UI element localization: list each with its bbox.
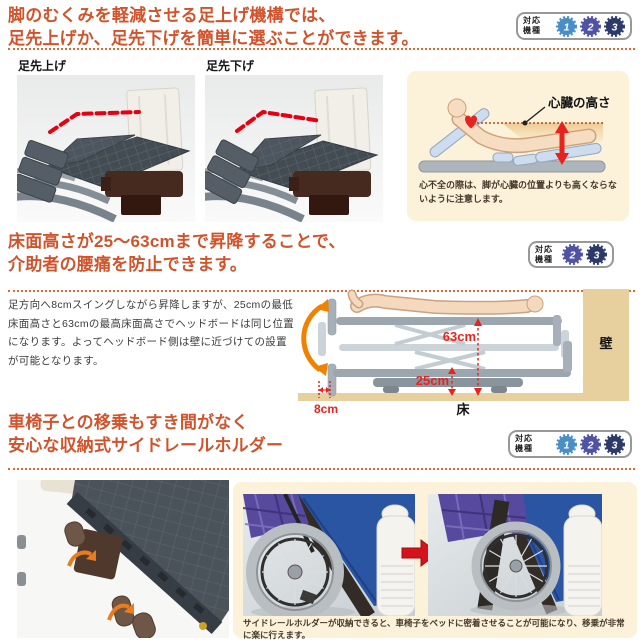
badge-label: 対応機種 [535,244,553,264]
section-separator [8,48,635,50]
patient-body [351,295,533,314]
svg-text:1: 1 [564,21,570,33]
svg-text:2: 2 [569,249,576,261]
model-gear-icon: 2 [562,244,583,265]
heart-height-label: 心臓の高さ [548,95,611,110]
badge-label: 対応機種 [515,434,533,453]
min-height-label: 25cm [416,373,449,388]
floor-shape [298,393,583,401]
max-height-label: 63cm [443,329,476,344]
bed-photo-foot-down [205,75,383,222]
section1-heading: 脚のむくみを軽減させる足上げ機構では、 足先上げか、足先下げを簡単に選ぶことがで… [8,5,419,50]
bed-base-bar [418,160,606,173]
section3-heading: 車椅子との移乗もすき間がなく 安心な収納式サイドレールホルダー [8,412,283,457]
heading-line: 介助者の腰痛を防止できます。 [8,254,248,274]
wheelchair-panel-caption: サイドレールホルダーが収納できると、車椅子をベッドに密着させることが可能になり、… [243,618,625,640]
orange-pointer-arrow [67,550,92,567]
model-gear-icon: 2 [580,15,601,37]
svg-text:3: 3 [594,249,600,261]
model-gear-icon: 2 [580,433,601,455]
patient-head [526,295,544,313]
heading-line: 床面高さが25〜63cmまで昇降することで、 [8,232,346,251]
bed-photo-foot-up [17,75,195,222]
heart-panel-caption: 心不全の際は、脚が心臓の位置よりも高くならないように注意します。 [419,180,617,204]
heading-line: 車椅子との移乗もすき間がなく [8,413,249,432]
patient-head [447,98,467,118]
heading-line: 足先上げか、足先下げを簡単に選ぶことができます。 [8,28,419,48]
section2-body: 足方向へ8cmスイングしながら昇降しますが、25cmの最低床面高さと63cmの最… [8,299,295,368]
compatible-models-badge: 対応機種 1 2 3 [516,12,632,40]
orange-pointer-arrow [107,603,130,621]
compatible-models-badge: 対応機種 2 3 [528,241,614,268]
floor-label: 床 [456,402,470,417]
compatible-models-badge: 対応機種 1 2 3 [508,430,632,458]
side-rail-holder-photo [17,480,229,638]
heart-height-panel: 心臓の高さ 心不全の際は、脚が心臓の位置よりも高くならないように注意します。 [407,71,629,221]
heart-height-illustration: 心臓の高さ [418,95,611,173]
photo-label-foot-up: 足先上げ [18,59,67,73]
wheelchair-photo-after [428,494,602,616]
height-diagram: 63cm 25cm 8cm 壁 床 [298,289,629,417]
foot-down-guide-dashes [235,109,323,133]
patient-body [453,113,595,152]
model-gear-icon: 3 [586,244,607,265]
wheelchair-panel: サイドレールホルダーが収納できると、車椅子をベッドに密着させることが可能になり、… [233,482,637,640]
photo-label-foot-down: 足先下げ [206,59,255,73]
wheelchair-photo-before [243,494,415,616]
section-separator [8,290,635,292]
foot-up-guide-dashes [48,110,141,134]
section2-heading: 床面高さが25〜63cmまで昇降することで、 介助者の腰痛を防止できます。 [8,231,346,276]
model-gear-icon: 3 [604,15,625,37]
model-gear-icon: 1 [556,433,577,455]
svg-text:3: 3 [612,21,618,33]
swing-label: 8cm [314,402,338,416]
wall-shape [583,289,629,401]
heart-icon [465,115,477,129]
svg-text:3: 3 [612,439,618,451]
svg-text:1: 1 [564,439,570,451]
swing-arrow [301,303,324,373]
heading-line: 脚のむくみを軽減させる足上げ機構では、 [8,6,336,25]
svg-text:2: 2 [587,21,594,33]
svg-text:2: 2 [587,439,594,451]
section-separator [8,468,635,470]
heading-line: 安心な収納式サイドレールホルダー [8,435,284,455]
wall-label: 壁 [599,336,612,351]
badge-label: 対応機種 [523,16,541,35]
model-gear-icon: 1 [556,15,577,37]
model-gear-icon: 3 [604,433,625,455]
